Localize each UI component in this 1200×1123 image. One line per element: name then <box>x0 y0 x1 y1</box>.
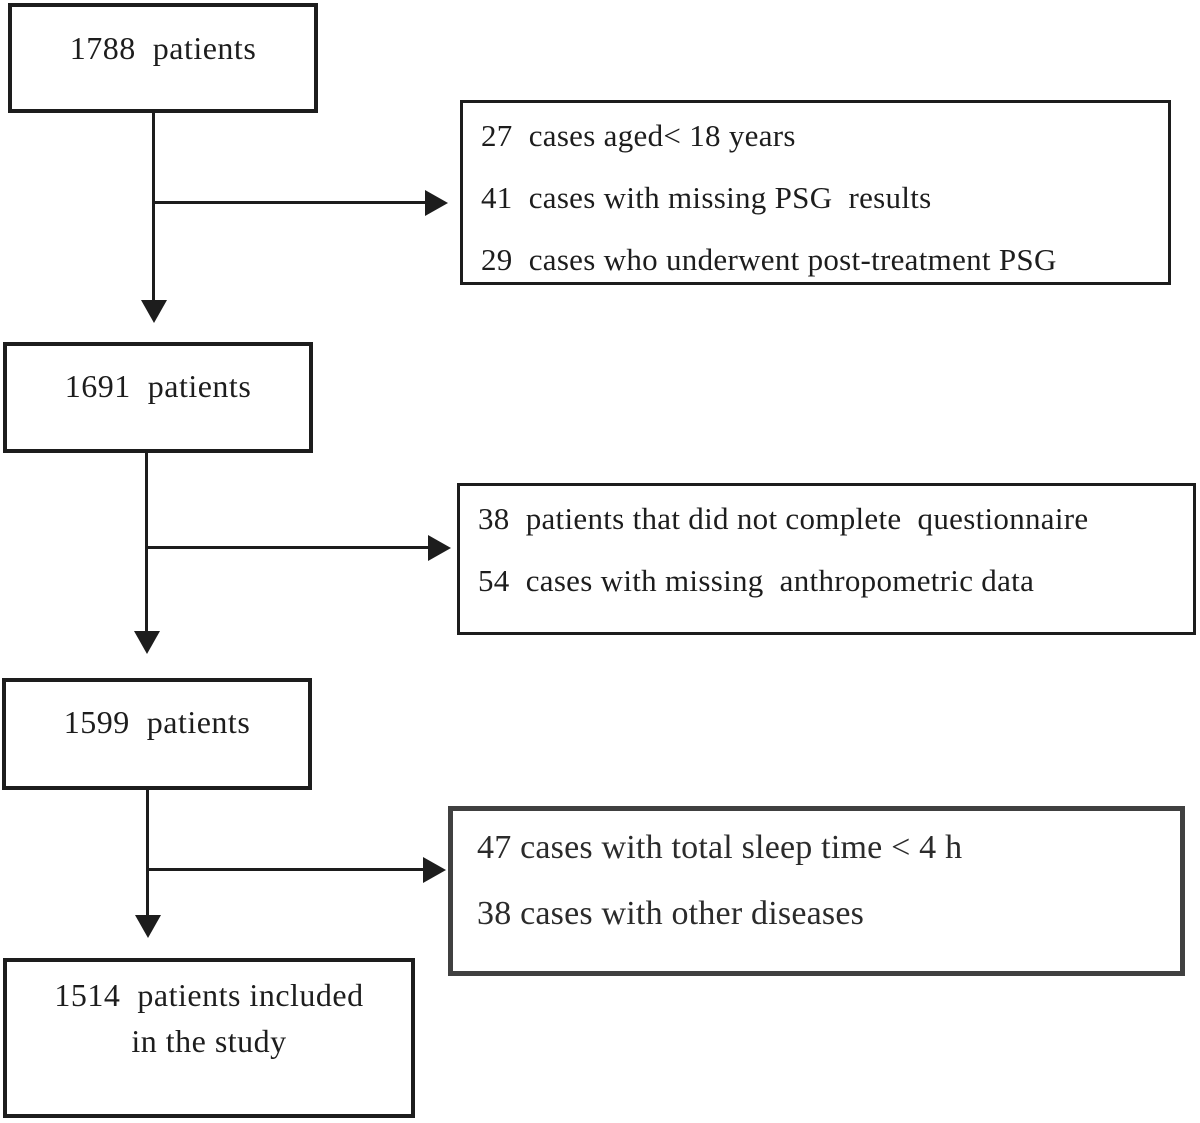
exclusion-line: 38 patients that did not complete questi… <box>478 501 1089 536</box>
arrowhead-down-1 <box>141 300 167 323</box>
arrow-down-line-3 <box>146 790 149 915</box>
node-1691-patients: 1691 patients <box>3 342 313 453</box>
node-label: 1599 patients <box>63 704 251 740</box>
arrowhead-right-3 <box>423 857 446 883</box>
arrow-branch-line-1 <box>153 201 425 204</box>
node-label-line1: 1514 patients included <box>54 977 364 1013</box>
exclusion-line: 47 cases with total sleep time < 4 h <box>477 829 963 866</box>
arrow-branch-line-3 <box>147 868 423 871</box>
node-1514-patients-included: 1514 patients included in the study <box>3 958 415 1118</box>
node-1788-patients: 1788 patients <box>8 3 318 113</box>
arrowhead-down-3 <box>135 915 161 938</box>
arrow-down-line-1 <box>152 113 155 300</box>
exclusion-box-3: 47 cases with total sleep time < 4 h 38 … <box>448 806 1185 976</box>
exclusion-line: 38 cases with other diseases <box>477 895 865 932</box>
exclusion-line: 54 cases with missing anthropometric dat… <box>478 563 1035 598</box>
node-label-line2: in the study <box>131 1023 287 1059</box>
arrowhead-down-2 <box>134 631 160 654</box>
exclusion-box-2: 38 patients that did not complete questi… <box>457 483 1196 635</box>
arrowhead-right-1 <box>425 190 448 216</box>
arrowhead-right-2 <box>428 535 451 561</box>
exclusion-line: 27 cases aged< 18 years <box>481 118 796 153</box>
node-label: 1788 patients <box>69 30 257 66</box>
exclusion-line: 29 cases who underwent post-treatment PS… <box>481 242 1057 277</box>
node-label: 1691 patients <box>64 368 252 404</box>
exclusion-line: 41 cases with missing PSG results <box>481 180 932 215</box>
arrow-down-line-2 <box>145 453 148 631</box>
arrow-branch-line-2 <box>146 546 428 549</box>
exclusion-box-1: 27 cases aged< 18 years 41 cases with mi… <box>460 100 1171 285</box>
node-1599-patients: 1599 patients <box>2 678 312 790</box>
